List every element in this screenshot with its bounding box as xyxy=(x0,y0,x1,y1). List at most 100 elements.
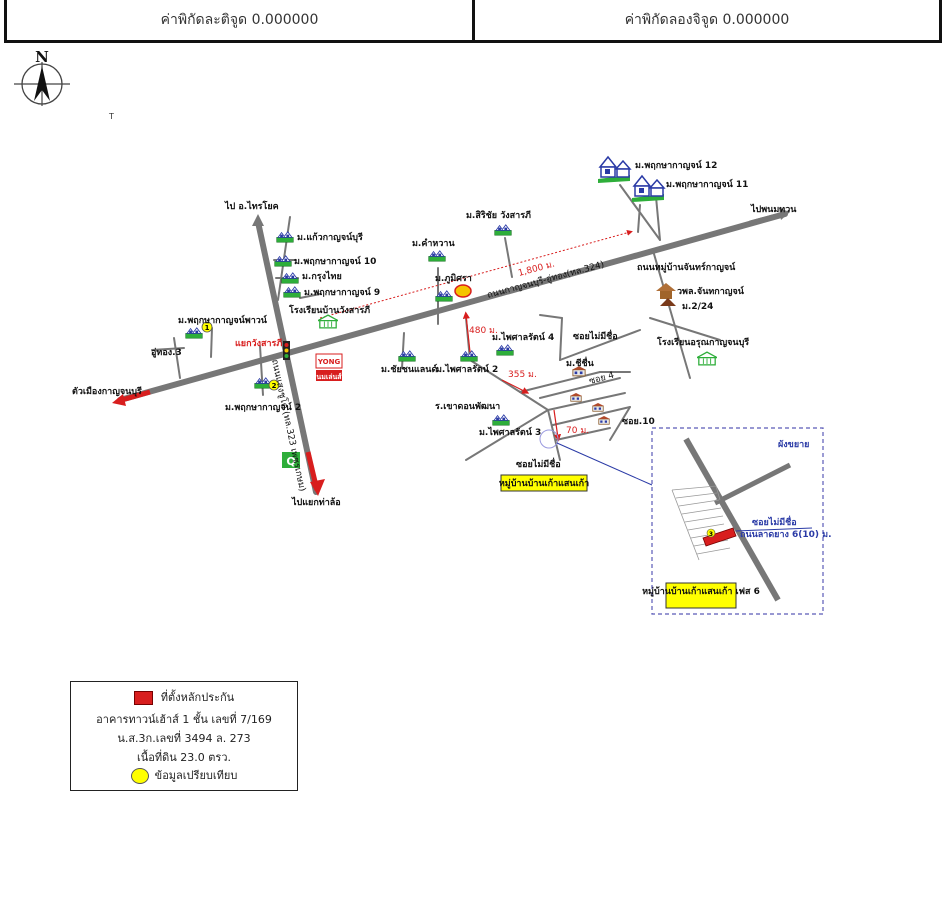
label-rattana: ม.ชีชื่น xyxy=(566,356,595,369)
house-icon xyxy=(496,344,514,356)
label-to-sai-yok: ไป อ.ไทรโยค xyxy=(224,200,279,212)
legend-row-comparable: ข้อมูลเปรียบเทียบ xyxy=(71,766,297,784)
label-u-thong-3: อู่ทอง.3 xyxy=(151,347,182,358)
village-icons: YONG นมเล่นส์ Q xyxy=(185,156,717,468)
house-icon xyxy=(276,231,294,243)
legend-comparable-label: ข้อมูลเปรียบเทียบ xyxy=(154,769,238,782)
big-house-icon xyxy=(597,156,631,183)
coordinate-divider xyxy=(472,0,475,40)
label-wang-saraphi-junction: แยกวังสารภี xyxy=(235,338,282,349)
label-pruksa-phan: ม.พฤกษากาญจน์พาวน์ xyxy=(178,314,268,326)
comparable-marker xyxy=(201,321,213,333)
label-phisan-3: ม.ไพศาลรัตน์ 3 xyxy=(479,426,541,438)
house-icon xyxy=(185,327,203,339)
house-icon xyxy=(492,414,510,426)
comparable-swatch xyxy=(130,768,149,784)
yong-logo-text: YONG xyxy=(317,358,341,366)
label-distance-70: 70 ม. xyxy=(566,426,589,436)
label-sirichai: ม.สิริชัย วังสารภี xyxy=(466,210,531,221)
house-icon xyxy=(281,272,299,284)
house-icon xyxy=(274,255,292,267)
label-to-tha-lo: ไปแยกท่าล้อ xyxy=(291,496,341,508)
inset-road-label: ถนนลาดยาง 6(10) ม. xyxy=(740,530,832,540)
label-phisan-2: ม.ไพศาลรัตน์ 2 xyxy=(436,363,498,375)
label-kaeo-kanchana: ม.แก้วกาญจน์บุรี xyxy=(297,231,363,243)
house-icon xyxy=(494,224,512,236)
legend-building: อาคารทาวน์เฮ้าส์ 1 ชั้น เลขที่ 7/169 xyxy=(96,713,272,726)
legend-deed: น.ส.3ก.เลขที่ 3494 ล. 273 xyxy=(117,732,251,745)
legend-subject-label: ที่ตั้งหลักประกัน xyxy=(160,691,235,704)
inset-title: ผังขยาย xyxy=(778,439,809,450)
house-icon xyxy=(428,250,446,262)
house-icon xyxy=(398,350,416,362)
label-phumisa: ม.ภูมิศรา xyxy=(435,273,472,284)
distance-markers xyxy=(319,229,633,442)
longitude-label: ค่าพิกัดลองจิจูด 0.000000 xyxy=(624,12,790,28)
inset-soi-label: ซอยไม่มีชื่อ xyxy=(752,515,797,528)
latitude-label: ค่าพิกัดละติจูด 0.000000 xyxy=(160,12,319,28)
label-kamwan: ม.คำหวาน xyxy=(412,238,455,249)
comparable-marker xyxy=(268,379,280,391)
subject-plot xyxy=(702,527,737,547)
village-callout-text: หมู่บ้านบ้านเก้าแสนเก้า xyxy=(499,478,589,489)
village-callout: หมู่บ้านบ้านเก้าแสนเก้า xyxy=(499,474,589,492)
label-krungthai: ม.กรุงไทย xyxy=(302,270,342,282)
school-icon xyxy=(697,351,717,366)
main-road-324 xyxy=(117,211,788,403)
stray-mark: T xyxy=(108,112,114,121)
label-school-wang-saraphi: โรงเรียนบ้านวังสารภี xyxy=(288,304,370,316)
label-road-mu-ban: ถนนหมู่บ้านจันทร์กาญจน์ xyxy=(637,261,736,273)
label-to-phanom-thuan: ไปพนมทวน xyxy=(750,203,797,215)
label-distance-480: 480 ม. xyxy=(469,326,498,336)
label-pruksa-12: ม.พฤกษากาญจน์ 12 xyxy=(635,159,717,171)
shell-station-icon xyxy=(454,284,472,298)
comparable-marker-label: 3 xyxy=(709,531,713,538)
temple-icon xyxy=(656,283,676,299)
comparable-marker-label: 2 xyxy=(272,382,277,390)
building-icon xyxy=(660,298,676,306)
direction-arrows xyxy=(112,208,790,496)
label-pruksa-9: ม.พฤกษากาญจน์ 9 xyxy=(304,286,380,298)
inset-village-label: หมู่บ้านบ้านเก้าแสนเก้า เฟส 6 xyxy=(642,586,760,597)
building-icon xyxy=(592,403,604,412)
inset-map: ผังขยาย 3 ซอยไม่มีชื่อ ถนนลาดยาง 6(10) ม… xyxy=(642,427,832,615)
label-chadaland: ม.ชัยชนแลนด์ xyxy=(381,363,437,375)
comparable-marker-label: 1 xyxy=(205,324,210,332)
legend-row-subject: ที่ตั้งหลักประกัน xyxy=(71,688,297,706)
homepro-logo-text: นมเล่นส์ xyxy=(316,372,342,381)
coordinate-bar: ค่าพิกัดละติจูด 0.000000 ค่าพิกัดลองจิจู… xyxy=(4,0,942,43)
label-temple: วพล.จันทกาญจน์ xyxy=(677,285,745,297)
label-distance-355: 355 ม. xyxy=(508,370,537,380)
building-icon xyxy=(598,416,610,425)
label-school-arun: โรงเรียนอรุณกาญจนบุรี xyxy=(656,336,749,348)
map-legend: ที่ตั้งหลักประกัน อาคารทาวน์เฮ้าส์ 1 ชั้… xyxy=(70,681,298,791)
compass-icon: N xyxy=(14,48,70,106)
label-unnamed-soi: ซอยไม่มีชื่อ xyxy=(573,329,618,342)
yong-logo: YONG นมเล่นส์ xyxy=(315,353,343,381)
house-icon xyxy=(283,286,301,298)
label-pruksa-11: ม.พฤกษากาญจน์ 11 xyxy=(666,178,748,190)
comparable-marker xyxy=(706,528,716,538)
subject-location-circle xyxy=(539,429,559,449)
comparable-markers: 1 2 xyxy=(201,321,280,391)
building-icon xyxy=(570,393,582,402)
compass-north-label: N xyxy=(35,48,49,66)
inset-village-text: หมู่บ้านบ้านเก้าแสนเก้า เฟส 6 xyxy=(642,586,760,597)
green-logo-text: Q xyxy=(286,455,295,468)
legend-area: เนื้อที่ดิน 23.0 ตรว. xyxy=(136,751,231,764)
label-unnamed-soi-2: ซอยไม่มีชื่อ xyxy=(516,457,561,470)
school-icon xyxy=(318,314,338,329)
subject-swatch xyxy=(133,691,153,705)
inset-pointer-line xyxy=(556,442,653,486)
label-pruksa-2: ม.พฤกษากาญจน์ 2 xyxy=(225,401,301,413)
label-khao-don-phatthana: ร.เขาดอนพัฒนา xyxy=(435,401,500,412)
label-pruksa-10: ม.พฤกษากาญจน์ 10 xyxy=(294,255,376,267)
traffic-light-icon xyxy=(283,341,290,360)
big-house-icon xyxy=(631,175,665,202)
label-m-2-24: ม.2/24 xyxy=(682,302,713,312)
label-to-kanchanaburi: ตัวเมืองกาญจนบุรี xyxy=(72,385,142,397)
label-soi-10: ซอย.10 xyxy=(622,417,655,427)
label-phisan-4: ม.ไพศาลรัตน์ 4 xyxy=(492,331,554,343)
green-logo: Q xyxy=(282,452,300,468)
